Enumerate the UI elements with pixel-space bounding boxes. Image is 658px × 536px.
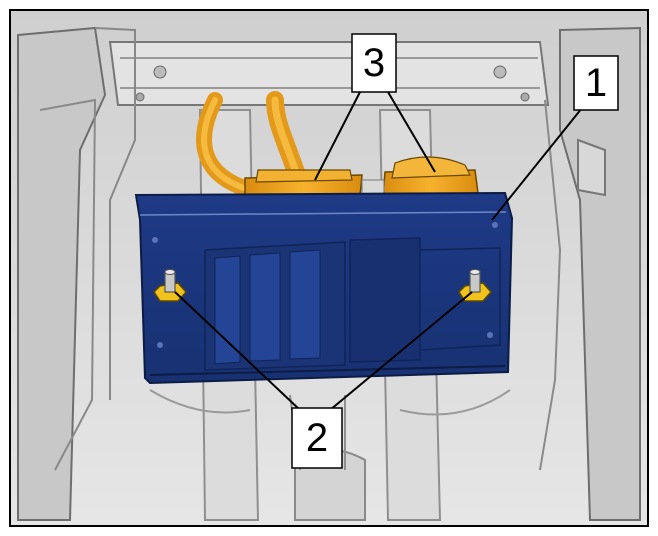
leader-line-3b (387, 91, 436, 173)
callout-2-box (291, 407, 343, 469)
control-unit (134, 191, 514, 385)
callout-1: 1 (573, 55, 619, 111)
leader-line-2b (329, 291, 473, 411)
callout-1-label: 1 (585, 61, 607, 105)
leader-lines (174, 91, 583, 411)
cable-connectors (244, 156, 479, 199)
leader-line-1 (491, 107, 583, 221)
callout-1-box (573, 55, 619, 111)
callout-3: 3 (351, 33, 397, 93)
callout-2-label: 2 (306, 416, 328, 460)
leader-line-2a (174, 291, 301, 411)
vehicle-frame-structure (17, 26, 641, 521)
callout-2: 2 (291, 407, 343, 469)
callout-3-label: 3 (363, 41, 385, 85)
leader-line-3a (314, 91, 361, 181)
callout-3-box (351, 33, 397, 93)
